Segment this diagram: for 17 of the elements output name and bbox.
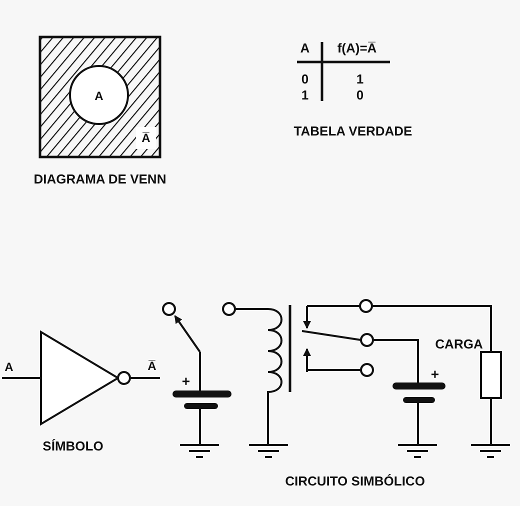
table-value: 1: [356, 72, 364, 86]
table-caption: TABELA VERDADE: [294, 124, 412, 138]
circuit-caption: CIRCUITO SIMBÓLICO: [285, 474, 425, 488]
symbol-caption: SÍMBOLO: [42, 440, 104, 452]
table-value: 1: [301, 88, 309, 102]
table-header: A: [300, 42, 310, 54]
diagram-caption: DIAGRAMA DE VENN: [34, 172, 166, 186]
table-value: 0: [356, 88, 364, 102]
table-header: f(A)=A̅: [337, 42, 377, 54]
input-label: A: [4, 361, 14, 373]
set-label: A: [94, 90, 104, 102]
polarity-sign: +: [430, 367, 440, 381]
complement-label: A̅: [142, 132, 150, 144]
table-value: 0: [301, 72, 309, 86]
output-label: A̅: [148, 360, 156, 372]
load-label: CARGA: [435, 338, 483, 350]
polarity-sign: +: [182, 374, 190, 388]
